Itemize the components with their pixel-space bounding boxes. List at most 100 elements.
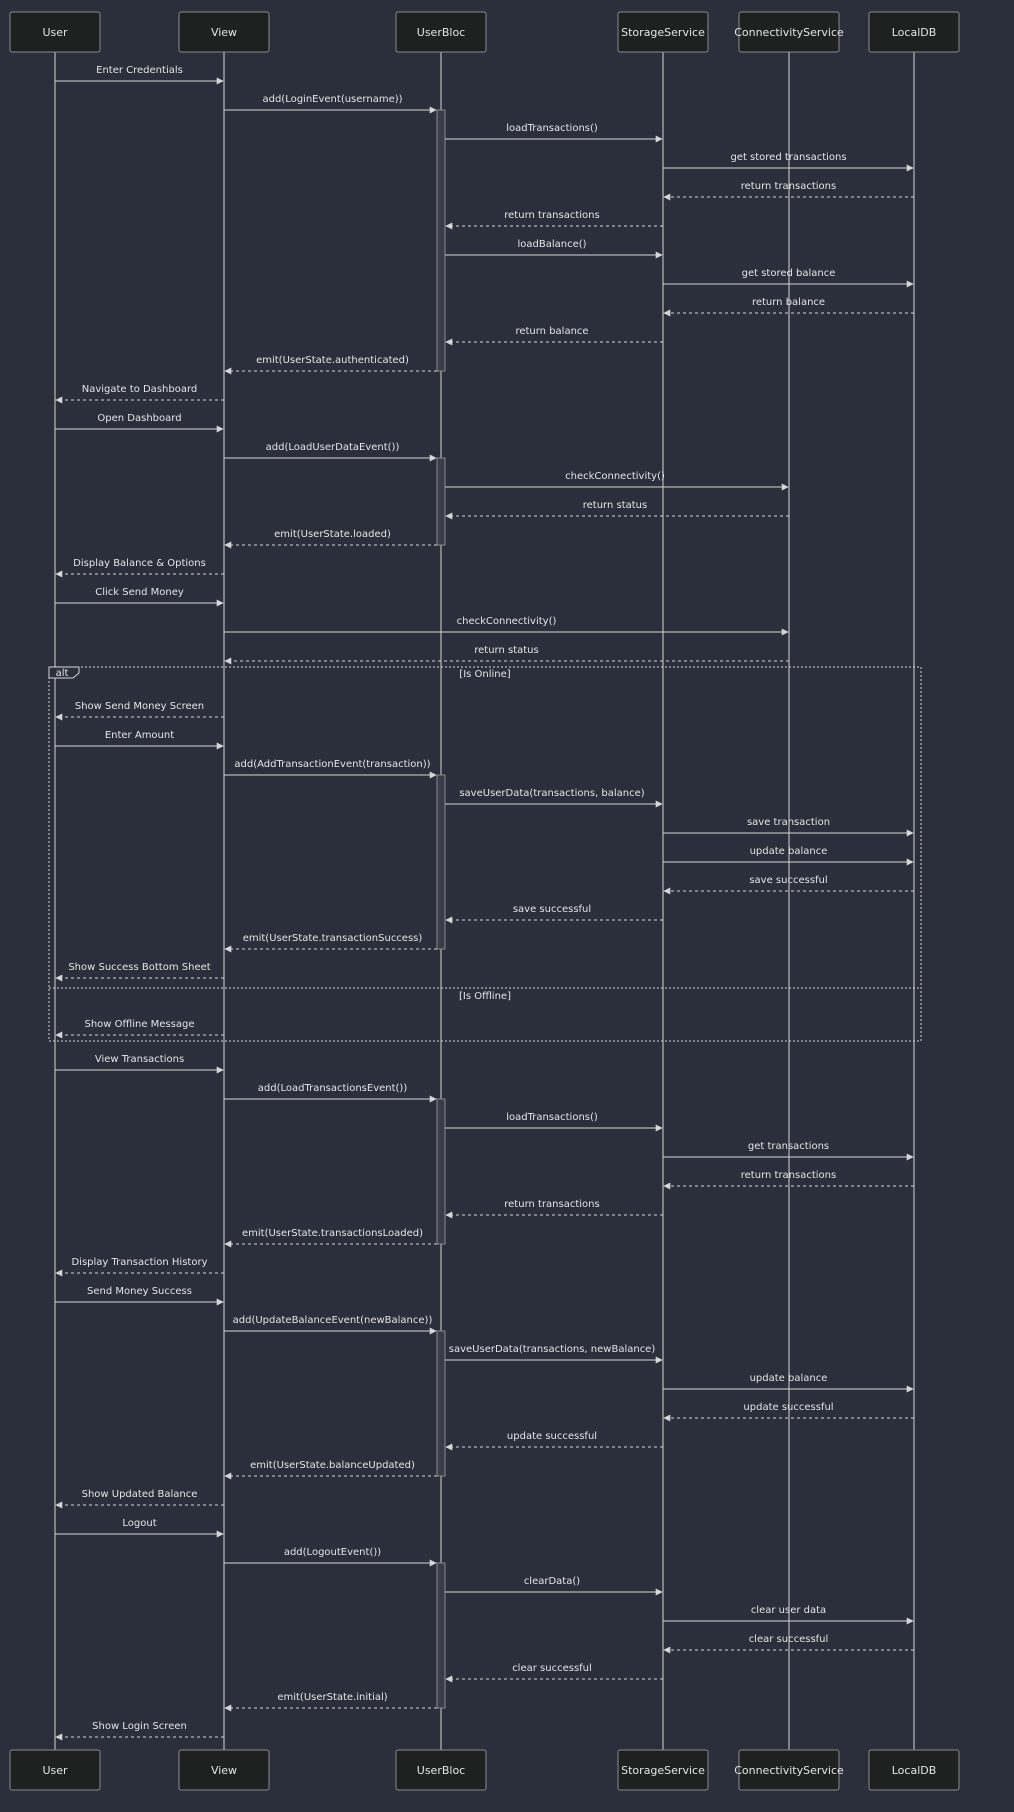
message-label: saveUserData(transactions, newBalance) xyxy=(449,1344,656,1355)
message-label: Show Success Bottom Sheet xyxy=(68,962,210,973)
message-view-to-userbloc: add(LoadUserDataEvent()) xyxy=(224,442,437,462)
message-user-to-view: Enter Amount xyxy=(55,730,224,750)
message-label: Show Send Money Screen xyxy=(75,701,204,712)
message-label: save transaction xyxy=(747,817,830,828)
message-storage-to-localdb: save transaction xyxy=(663,817,914,837)
alt-frame: alt[Is Online][Is Offline] xyxy=(48,666,922,1042)
message-user-to-view: Click Send Money xyxy=(55,587,224,607)
message-label: save successful xyxy=(513,904,591,915)
participant-user-bottom: User xyxy=(9,1749,101,1791)
message-view-to-userbloc: add(UpdateBalanceEvent(newBalance)) xyxy=(224,1315,437,1335)
alt-frame-border xyxy=(48,666,922,1042)
message-label: checkConnectivity() xyxy=(565,471,665,482)
participant-box xyxy=(9,1749,101,1791)
message-view-to-userbloc: add(AddTransactionEvent(transaction)) xyxy=(224,759,437,779)
participant-name: ConnectivityService xyxy=(734,1764,844,1777)
message-label: return balance xyxy=(752,297,825,308)
message-view-to-user: Display Transaction History xyxy=(55,1257,224,1277)
message-userbloc-to-storage: clearData() xyxy=(445,1576,663,1596)
message-userbloc-to-storage: loadTransactions() xyxy=(445,1112,663,1132)
message-label: add(LogoutEvent()) xyxy=(284,1547,381,1558)
message-label: Logout xyxy=(122,1518,156,1529)
message-label: emit(UserState.initial) xyxy=(277,1692,387,1703)
message-label: Send Money Success xyxy=(87,1286,192,1297)
message-user-to-view: Open Dashboard xyxy=(55,413,224,433)
message-label: emit(UserState.transactionSuccess) xyxy=(243,933,423,944)
message-storage-to-userbloc: save successful xyxy=(445,904,663,924)
participant-box xyxy=(395,11,487,53)
alt-condition-online: [Is Online] xyxy=(459,669,510,680)
message-view-to-user: Display Balance & Options xyxy=(55,558,224,578)
message-label: Display Transaction History xyxy=(71,1257,207,1268)
message-localdb-to-storage: return transactions xyxy=(663,181,914,201)
message-storage-to-localdb: get stored balance xyxy=(663,268,914,288)
message-label: return status xyxy=(583,500,647,511)
message-view-to-userbloc: add(LoadTransactionsEvent()) xyxy=(224,1083,437,1103)
message-view-to-userbloc: add(LoginEvent(username)) xyxy=(224,94,437,114)
participant-name: View xyxy=(211,1764,237,1777)
message-label: update successful xyxy=(507,1431,597,1442)
message-view-to-user: Show Offline Message xyxy=(55,1019,224,1039)
message-label: emit(UserState.transactionsLoaded) xyxy=(242,1228,423,1239)
message-label: get stored balance xyxy=(742,268,836,279)
participant-box xyxy=(617,11,709,53)
message-label: clear successful xyxy=(512,1663,592,1674)
message-label: Enter Credentials xyxy=(96,65,183,76)
message-view-to-user: Show Success Bottom Sheet xyxy=(55,962,224,982)
participants: UserUserViewViewUserBlocUserBlocStorageS… xyxy=(9,11,960,1791)
message-localdb-to-storage: return balance xyxy=(663,297,914,317)
message-label: return transactions xyxy=(504,1199,599,1210)
message-label: add(LoadUserDataEvent()) xyxy=(266,442,400,453)
message-userbloc-to-view: emit(UserState.balanceUpdated) xyxy=(224,1460,437,1480)
message-label: Navigate to Dashboard xyxy=(82,384,198,395)
message-label: add(AddTransactionEvent(transaction)) xyxy=(234,759,430,770)
participant-view-bottom: View xyxy=(178,1749,270,1791)
participant-connectivity-bottom: ConnectivityService xyxy=(734,1749,844,1791)
message-view-to-user: Navigate to Dashboard xyxy=(55,384,224,404)
participant-name: StorageService xyxy=(621,26,705,39)
message-label: emit(UserState.authenticated) xyxy=(256,355,409,366)
participant-userbloc-top: UserBloc xyxy=(395,11,487,53)
message-label: clearData() xyxy=(524,1576,580,1587)
participant-name: View xyxy=(211,26,237,39)
message-userbloc-to-view: emit(UserState.transactionSuccess) xyxy=(224,933,437,953)
message-label: update balance xyxy=(750,1373,828,1384)
message-storage-to-localdb: get transactions xyxy=(663,1141,914,1161)
message-user-to-view: Logout xyxy=(55,1518,224,1538)
participant-name: User xyxy=(42,1764,68,1777)
message-label: get stored transactions xyxy=(730,152,846,163)
message-connectivity-to-view: return status xyxy=(224,645,789,665)
participant-localdb-bottom: LocalDB xyxy=(868,1749,960,1791)
activation-bar-userbloc xyxy=(436,1562,446,1709)
message-userbloc-to-storage: loadTransactions() xyxy=(445,123,663,143)
message-storage-to-userbloc: return transactions xyxy=(445,1199,663,1219)
message-label: add(UpdateBalanceEvent(newBalance)) xyxy=(233,1315,433,1326)
participant-box xyxy=(738,1749,840,1791)
message-label: Enter Amount xyxy=(105,730,174,741)
message-label: return balance xyxy=(515,326,588,337)
message-storage-to-userbloc: update successful xyxy=(445,1431,663,1451)
message-label: saveUserData(transactions, balance) xyxy=(459,788,644,799)
message-localdb-to-storage: clear successful xyxy=(663,1634,914,1654)
message-storage-to-localdb: get stored transactions xyxy=(663,152,914,172)
message-label: return transactions xyxy=(741,1170,836,1181)
message-label: emit(UserState.loaded) xyxy=(274,529,391,540)
message-label: Show Updated Balance xyxy=(82,1489,198,1500)
message-label: return transactions xyxy=(741,181,836,192)
participant-user-top: User xyxy=(9,11,101,53)
message-userbloc-to-view: emit(UserState.authenticated) xyxy=(224,355,437,375)
participant-box xyxy=(868,1749,960,1791)
message-storage-to-userbloc: return transactions xyxy=(445,210,663,230)
message-view-to-connectivity: checkConnectivity() xyxy=(224,616,789,636)
message-view-to-userbloc: add(LogoutEvent()) xyxy=(224,1547,437,1567)
participant-box xyxy=(178,1749,270,1791)
participant-box xyxy=(738,11,840,53)
activation-bar-userbloc xyxy=(436,109,446,372)
message-localdb-to-storage: update successful xyxy=(663,1402,914,1422)
participant-name: StorageService xyxy=(621,1764,705,1777)
message-userbloc-to-storage: loadBalance() xyxy=(445,239,663,259)
activation-bar-userbloc xyxy=(436,1098,446,1245)
participant-name: LocalDB xyxy=(892,1764,937,1777)
